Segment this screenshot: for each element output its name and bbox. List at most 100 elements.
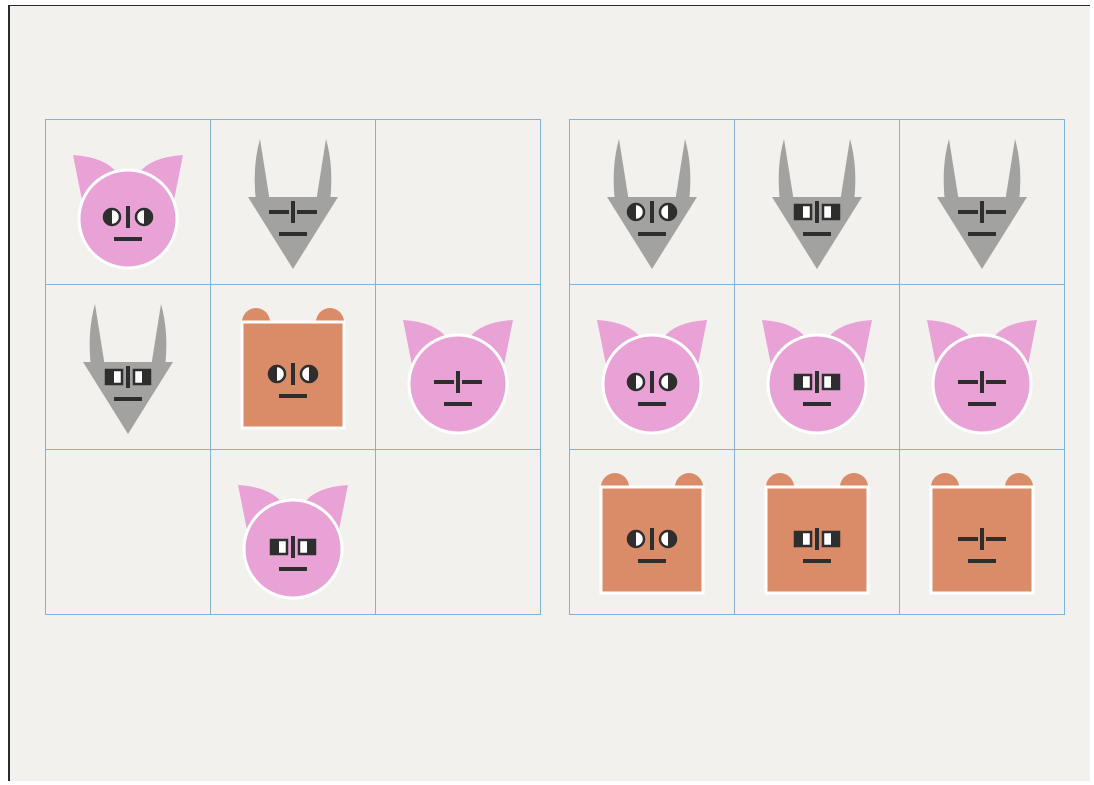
nose-line	[126, 206, 130, 228]
nose-line	[980, 201, 984, 223]
line-eye	[269, 210, 289, 214]
puzzle-cell	[46, 285, 211, 450]
nose-line	[815, 528, 819, 550]
nose-line	[291, 363, 295, 385]
nose-line	[291, 201, 295, 223]
nose-line	[980, 371, 984, 393]
line-eye	[434, 380, 454, 384]
round-eye	[269, 366, 285, 382]
nose-line	[650, 371, 654, 393]
reference-cell	[735, 120, 900, 285]
round-eye	[628, 531, 644, 547]
puzzle-empty-cell[interactable]	[376, 120, 541, 285]
reference-cell	[900, 120, 1065, 285]
fox-face-icon	[742, 127, 892, 277]
fox-face-icon	[53, 292, 203, 442]
fox-ear-left	[944, 139, 959, 202]
pig-face-icon	[742, 292, 892, 442]
reference-cell	[735, 285, 900, 450]
reference-cell	[735, 450, 900, 615]
fox-ear-right	[1005, 139, 1020, 202]
pig-face-icon	[383, 292, 533, 442]
bear-face-icon	[742, 457, 892, 607]
nose-line	[650, 528, 654, 550]
mouth-line	[803, 559, 831, 563]
nose-line	[291, 536, 295, 558]
nose-line	[650, 201, 654, 223]
reference-cell	[570, 285, 735, 450]
nose-line	[815, 371, 819, 393]
round-eye	[660, 531, 676, 547]
line-eye	[462, 380, 482, 384]
pig-face-icon	[577, 292, 727, 442]
line-eye	[297, 210, 317, 214]
round-eye	[628, 374, 644, 390]
mouth-line	[803, 232, 831, 236]
line-eye	[986, 537, 1006, 541]
round-eye	[660, 204, 676, 220]
puzzle-cell	[46, 120, 211, 285]
puzzle-cell	[211, 450, 376, 615]
square-eye	[299, 540, 315, 554]
mouth-line	[114, 397, 142, 401]
puzzle-cell	[211, 120, 376, 285]
square-eye	[795, 205, 811, 219]
fox-ear-left	[255, 139, 270, 202]
line-eye	[958, 210, 978, 214]
fox-ear-right	[840, 139, 855, 202]
mouth-line	[968, 402, 996, 406]
nose-line	[126, 366, 130, 388]
round-eye	[301, 366, 317, 382]
bear-face-icon	[907, 457, 1057, 607]
pig-face-icon	[218, 457, 368, 607]
line-eye	[958, 380, 978, 384]
fox-ear-right	[151, 304, 166, 367]
square-eye	[823, 205, 839, 219]
mouth-line	[968, 232, 996, 236]
nose-line	[980, 528, 984, 550]
bear-face-icon	[577, 457, 727, 607]
mouth-line	[638, 402, 666, 406]
reference-grid	[569, 119, 1065, 615]
mouth-line	[279, 394, 307, 398]
fox-face-icon	[577, 127, 727, 277]
fox-ear-left	[90, 304, 105, 367]
nose-line	[456, 371, 460, 393]
pig-face-icon	[53, 127, 203, 277]
reference-cell	[900, 285, 1065, 450]
fox-ear-left	[779, 139, 794, 202]
puzzle-cell	[376, 285, 541, 450]
mouth-line	[444, 402, 472, 406]
square-eye	[795, 375, 811, 389]
square-eye	[823, 532, 839, 546]
fox-ear-right	[675, 139, 690, 202]
reference-cell	[570, 450, 735, 615]
puzzle-empty-cell[interactable]	[376, 450, 541, 615]
line-eye	[986, 210, 1006, 214]
round-eye	[104, 209, 120, 225]
square-eye	[795, 532, 811, 546]
fox-ear-left	[614, 139, 629, 202]
mouth-line	[114, 237, 142, 241]
mouth-line	[968, 559, 996, 563]
pig-face-icon	[907, 292, 1057, 442]
round-eye	[660, 374, 676, 390]
puzzle-cell	[211, 285, 376, 450]
bear-face-icon	[218, 292, 368, 442]
fox-ear-right	[316, 139, 331, 202]
mouth-line	[803, 402, 831, 406]
line-eye	[986, 380, 1006, 384]
fox-face-icon	[218, 127, 368, 277]
square-eye	[823, 375, 839, 389]
square-eye	[106, 370, 122, 384]
nose-line	[815, 201, 819, 223]
reference-cell	[570, 120, 735, 285]
round-eye	[628, 204, 644, 220]
mouth-line	[638, 232, 666, 236]
line-eye	[958, 537, 978, 541]
puzzle-grid	[45, 119, 541, 615]
fox-face-icon	[907, 127, 1057, 277]
puzzle-empty-cell[interactable]	[46, 450, 211, 615]
square-eye	[271, 540, 287, 554]
mouth-line	[279, 567, 307, 571]
